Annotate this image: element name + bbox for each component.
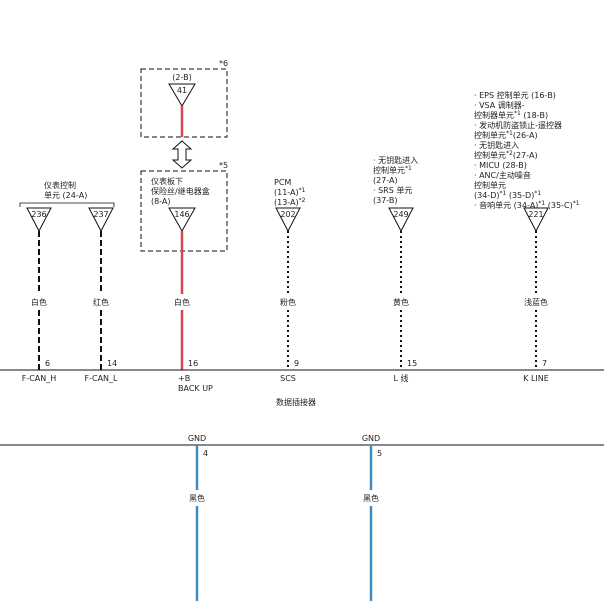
gnd-label-1: GND: [188, 434, 206, 443]
pin-16-name: +B: [178, 374, 190, 383]
terminal-249-label: 249: [393, 210, 408, 219]
terminal-237-triangle: [88, 207, 114, 233]
fuse-box-lower-ref-note: *5: [219, 161, 228, 170]
gauge-label-2: 单元 (24-A): [44, 190, 87, 200]
pin-6-number: 6: [45, 359, 50, 368]
gauge-label-1: 仪表控制: [44, 180, 76, 190]
keyless-label-2: 控制单元*1: [373, 165, 412, 175]
wire-color-label-2: 红色: [93, 297, 109, 307]
wire-color-label-1: 白色: [31, 297, 47, 307]
terminal-202-triangle: [275, 207, 301, 233]
wire-color-labels: 白色 红色 白色 粉色 黄色 浅蓝色: [31, 297, 548, 307]
multi-label-4: · 发动机防盗锁止-遥控器: [474, 120, 562, 130]
fuse-box-lower: *5 仪表板下 保险丝/继电器盒 (8-A) 146: [140, 161, 228, 252]
pin-15-name: L 线: [394, 373, 409, 383]
data-connector-title: 数据插接器: [276, 397, 316, 407]
ground-wire-color-1: 黑色: [189, 493, 205, 503]
pin-16-name-2: BACK UP: [178, 384, 213, 393]
keyless-label-3: (27-A): [373, 176, 398, 185]
terminal-221-label: 221: [528, 210, 543, 219]
gnd-pin-5: 5: [377, 449, 382, 458]
terminal-236-triangle: [26, 207, 52, 233]
terminal-41-triangle: [168, 83, 196, 107]
multi-label-5: 控制单元*1(26-A): [474, 130, 538, 140]
keyless-label-5: (37-B): [373, 196, 398, 205]
data-connector: 6 14 16 9 15 7 F-CAN_H F-CAN_L +B BACK U…: [0, 359, 604, 407]
keyless-label-4: · SRS 单元: [373, 185, 412, 195]
multi-module-group: · EPS 控制单元 (16-B) · VSA 调制器- 控制器单元*1 (18…: [474, 90, 580, 233]
pin-14-name: F-CAN_L: [85, 374, 119, 383]
multi-label-7: 控制单元*2(27-A): [474, 150, 538, 160]
fuse-box-upper: *6 (2-B) 41: [140, 59, 228, 138]
multi-label-9: · ANC/主动噪音: [474, 170, 531, 180]
multi-label-10: 控制单元: [474, 180, 506, 190]
gnd-label-2: GND: [362, 434, 380, 443]
terminal-146-triangle: [168, 207, 196, 233]
wire-color-label-5: 黄色: [393, 297, 409, 307]
pcm-label-1: PCM: [274, 178, 291, 187]
terminal-221-triangle: [523, 207, 549, 233]
signal-wires: [38, 231, 537, 370]
multi-label-11: (34-D)*1 (35-D)*1: [474, 190, 541, 200]
fuse-box-lower-frame: [140, 170, 228, 252]
pin-9-number: 9: [294, 359, 299, 368]
terminal-146-label: 146: [174, 210, 189, 219]
pin-9-name: SCS: [280, 374, 296, 383]
terminal-41-label: 41: [177, 86, 187, 95]
wire-color-label-4: 粉色: [280, 297, 296, 307]
multi-label-6: · 无钥匙进入: [474, 140, 519, 150]
fuse-box-lower-label-2: 保险丝/继电器盒: [151, 186, 210, 196]
double-arrow-icon: [171, 140, 193, 169]
fuse-box-upper-ref-note: *6: [219, 59, 228, 68]
multi-label-1: · EPS 控制单元 (16-B): [474, 90, 556, 100]
fuse-box-lower-label-1: 仪表板下: [151, 176, 183, 186]
ground-wire-color-2: 黑色: [363, 493, 379, 503]
multi-label-8: · MICU (28-B): [474, 161, 527, 170]
ground-section: GND GND 4 5 黑色 黑色: [0, 434, 604, 601]
multi-label-3: 控制器单元*1 (18-B): [474, 110, 548, 120]
terminal-237-label: 237: [93, 210, 108, 219]
wire-color-label-3: 白色: [174, 297, 190, 307]
gauge-bracket: [19, 202, 115, 207]
fuse-box-upper-frame: [140, 68, 228, 138]
wire-color-label-6: 浅蓝色: [524, 297, 548, 307]
pcm-unit: PCM (11-A)*1 (13-A)*2 202: [274, 178, 306, 233]
keyless-srs-unit: · 无钥匙进入 控制单元*1 (27-A) · SRS 单元 (37-B) 24…: [373, 155, 418, 233]
gauge-control-unit: 仪表控制 单元 (24-A) 236 237: [19, 180, 115, 233]
pin-16-number: 16: [188, 359, 198, 368]
pin-7-number: 7: [542, 359, 547, 368]
multi-label-2: · VSA 调制器-: [474, 100, 525, 110]
pin-7-name: K LINE: [523, 374, 549, 383]
terminal-249-triangle: [388, 207, 414, 233]
multi-label-12: · 音响单元 (34-A)*1 (35-C)*1: [474, 200, 580, 210]
pcm-label-3: (13-A)*2: [274, 197, 306, 207]
fuse-box-lower-label-3: (8-A): [151, 197, 171, 206]
pin-6-name: F-CAN_H: [22, 374, 57, 383]
pcm-label-2: (11-A)*1: [274, 187, 306, 197]
terminal-236-label: 236: [31, 210, 46, 219]
pin-15-number: 15: [407, 359, 417, 368]
gnd-pin-4: 4: [203, 449, 208, 458]
fuse-box-upper-connector-label: (2-B): [172, 73, 191, 82]
terminal-202-label: 202: [280, 210, 295, 219]
keyless-label-1: · 无钥匙进入: [373, 155, 418, 165]
pin-14-number: 14: [107, 359, 117, 368]
